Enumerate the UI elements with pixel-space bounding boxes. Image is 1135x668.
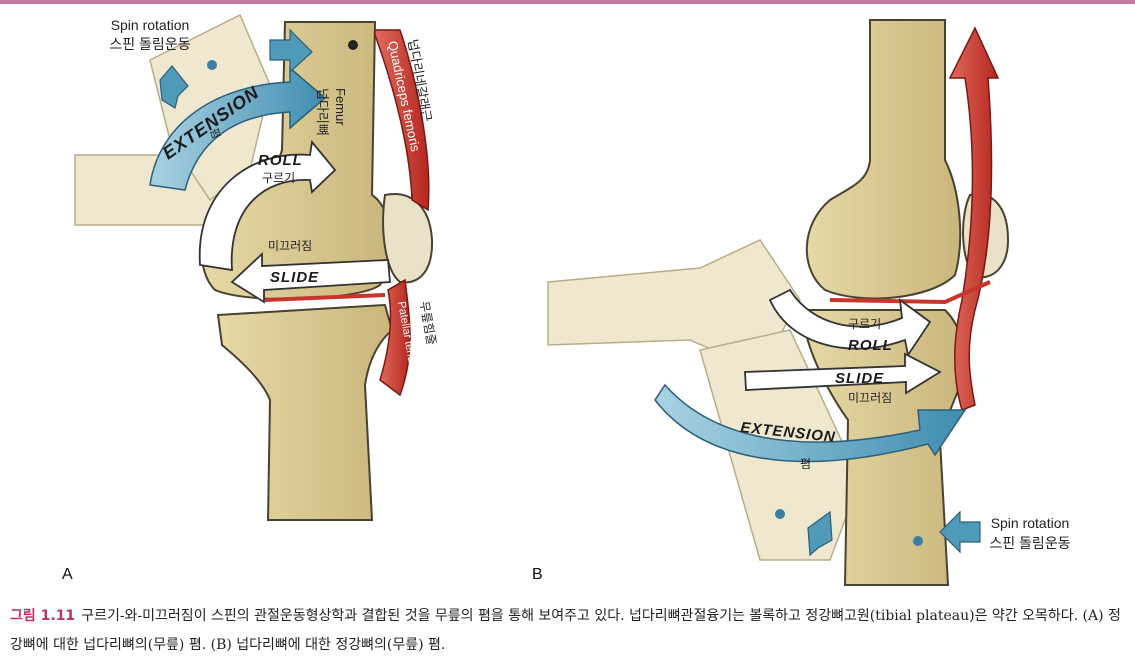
- panel-b-extension-ko: 폄: [800, 457, 811, 471]
- panel-a-tibia: [218, 305, 392, 520]
- panel-b-slide-label: SLIDE: [835, 370, 884, 387]
- panel-b-marker-dot: [775, 509, 785, 519]
- panel-a-femur-en: Femur: [333, 88, 348, 126]
- panel-a-slide-ko: 미끄러짐: [268, 239, 312, 253]
- panel-b-letter: B: [532, 566, 543, 584]
- panel-b-spin-label-ko: 스핀 돌림운동: [989, 535, 1070, 551]
- knee-figure: Spin rotation 스핀 돌림운동 EXTENSION 폄 ROLL 구…: [0, 0, 1135, 600]
- panel-b-spin-label-en: Spin rotation: [991, 515, 1070, 531]
- panel-a-roll-label: ROLL: [258, 152, 303, 169]
- panel-a-roll-ko: 구르기: [262, 171, 295, 185]
- caption-text: 구르기-와-미끄러짐이 스핀의 관절운동형상학과 결합된 것을 무릎의 폄을 통…: [10, 608, 1121, 653]
- panel-a-femur-ko: 넙다리뼈: [315, 88, 330, 136]
- panel-a-slide-label: SLIDE: [270, 269, 319, 286]
- panel-a-letter: A: [62, 566, 73, 584]
- panel-a-spin-label-ko: 스핀 돌림운동: [109, 36, 190, 52]
- panel-b-roll-label: ROLL: [848, 337, 893, 354]
- panel-b-slide-ko: 미끄러짐: [848, 391, 892, 405]
- panel-b-illustration: [548, 20, 1008, 585]
- panel-a-spin-label-en: Spin rotation: [111, 17, 190, 33]
- panel-a-patellar-ko: 무릎힘줄: [417, 300, 438, 346]
- panel-a-marker-dot: [348, 40, 358, 50]
- panel-a-marker-dot: [207, 60, 217, 70]
- panel-b-roll-ko: 구르기: [848, 317, 881, 331]
- panel-b-femur: [807, 20, 960, 298]
- panel-b-marker-dot: [913, 536, 923, 546]
- figure-number: 그림 1.11: [10, 608, 75, 624]
